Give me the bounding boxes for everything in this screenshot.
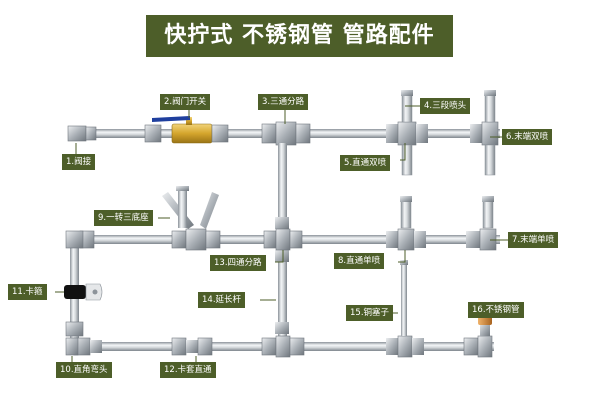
label-tee-branch: 3.三通分路: [258, 94, 309, 110]
middle-fittings: [79, 228, 221, 251]
label-three-section-nozzle: 4.三段喷头: [420, 98, 471, 114]
tee-fitting-top: [261, 121, 311, 146]
inline-single-nozzle: [386, 196, 426, 251]
three-section-nozzle: [401, 90, 413, 96]
label-inline-single-nozzle: 8.直通单喷: [334, 253, 385, 269]
label-inline-double-nozzle: 5.直通双喷: [340, 155, 391, 171]
elbow-fittings: [65, 230, 84, 356]
label-right-angle-elbow: 10.直角弯头: [56, 362, 112, 378]
one-to-three-base: [162, 186, 219, 229]
label-valve-connector: 1.阀接: [62, 154, 96, 170]
label-extension-rod: 15.铜塞子: [346, 305, 394, 321]
page-title: 快拧式 不锈钢管 管路配件: [146, 15, 453, 57]
label-cross-branch: 13.四通分路: [210, 255, 266, 271]
label-ferrule-union: 12.卡套直通: [160, 362, 216, 378]
label-copper-plug: 16.不锈钢管: [468, 302, 524, 318]
label-pipe-clamp: 11.卡箍: [8, 284, 47, 300]
label-valve-switch: 2.阀门开关: [160, 94, 211, 110]
end-single-nozzle: [466, 196, 497, 251]
label-one-to-three-base: 9.一转三底座: [94, 210, 153, 226]
label-end-single-nozzle: 7.末端单喷: [508, 232, 559, 248]
valve-switch: [152, 116, 229, 144]
extension-rod: [400, 260, 408, 336]
end-double-nozzle: [470, 90, 499, 176]
label-end-double-nozzle: 6.末端双喷: [502, 129, 553, 145]
valve-connector: [67, 124, 162, 143]
label-stainless-pipe: 14.延长杆: [198, 292, 246, 308]
pipe-clamp: [64, 283, 103, 301]
cross-fitting: [263, 228, 303, 251]
copper-plug: [478, 316, 492, 325]
